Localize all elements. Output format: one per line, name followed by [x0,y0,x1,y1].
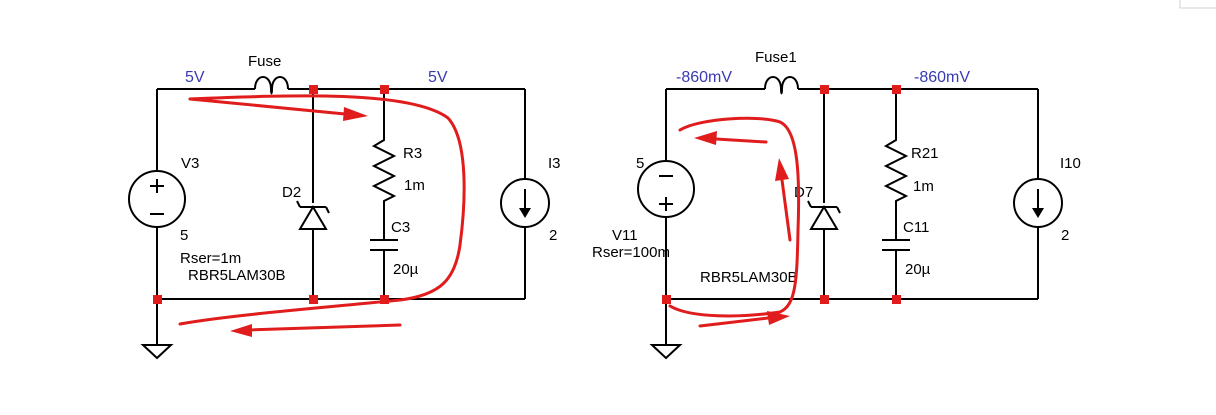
resistor-name: R3 [403,145,422,162]
source-rser: Rser=100m [592,244,670,261]
current-source-value: 2 [549,227,557,244]
nodes-right [662,85,901,304]
corner-frame [1179,0,1216,9]
source-rser: Rser=1m [180,250,241,267]
current-path-arrows-left [178,94,466,337]
capacitor-name: C3 [391,219,410,236]
fuse-symbol [764,76,799,95]
circuit-left: Fuse 5V 5V V3 5 Rser=1m D2 RBR5LAM30B R3… [128,53,561,360]
current-source-name: I10 [1060,155,1081,172]
source-value: 5 [180,227,188,244]
ground-symbol [649,344,683,360]
voltage-source-symbol [128,170,186,228]
current-source-name: I3 [548,155,561,172]
capacitor-name: C11 [903,219,929,236]
capacitor-symbol [370,239,398,251]
net-label-left: -860mV [676,69,732,86]
fuse-symbol [254,76,289,95]
source-value: 5 [636,155,644,172]
capacitor-value: 20µ [393,261,419,278]
net-label-left: 5V [185,69,205,86]
source-name: V11 [612,227,638,244]
zener-diode-symbol [296,200,330,230]
diode-name: D7 [794,184,813,201]
zener-diode-symbol [807,200,841,230]
resistor-name: R21 [911,145,939,162]
current-path-arrows-right [668,116,801,328]
source-name: V3 [181,155,199,172]
diode-model: RBR5LAM30B [188,267,286,284]
current-source-symbol [500,178,550,228]
circuit-right: Fuse1 -860mV -860mV 5 V11 Rser=100m D7 R… [592,49,1081,360]
current-source-value: 2 [1061,227,1069,244]
wires-left [156,88,526,345]
net-label-right: -860mV [914,69,970,86]
fuse-label: Fuse [248,53,281,70]
fuse-label: Fuse1 [755,49,797,66]
resistor-symbol [371,135,397,205]
net-label-right: 5V [428,69,448,86]
diode-name: D2 [282,184,301,201]
current-source-symbol [1013,178,1063,228]
resistor-symbol [883,135,909,205]
resistor-value: 1m [404,177,425,194]
wires-right [665,88,1039,345]
ground-symbol [140,344,174,360]
capacitor-value: 20µ [905,261,931,278]
voltage-source-symbol [637,160,695,218]
diode-model: RBR5LAM30B [700,269,798,286]
capacitor-symbol [882,239,910,251]
resistor-value: 1m [913,178,934,195]
nodes-left [153,85,389,304]
